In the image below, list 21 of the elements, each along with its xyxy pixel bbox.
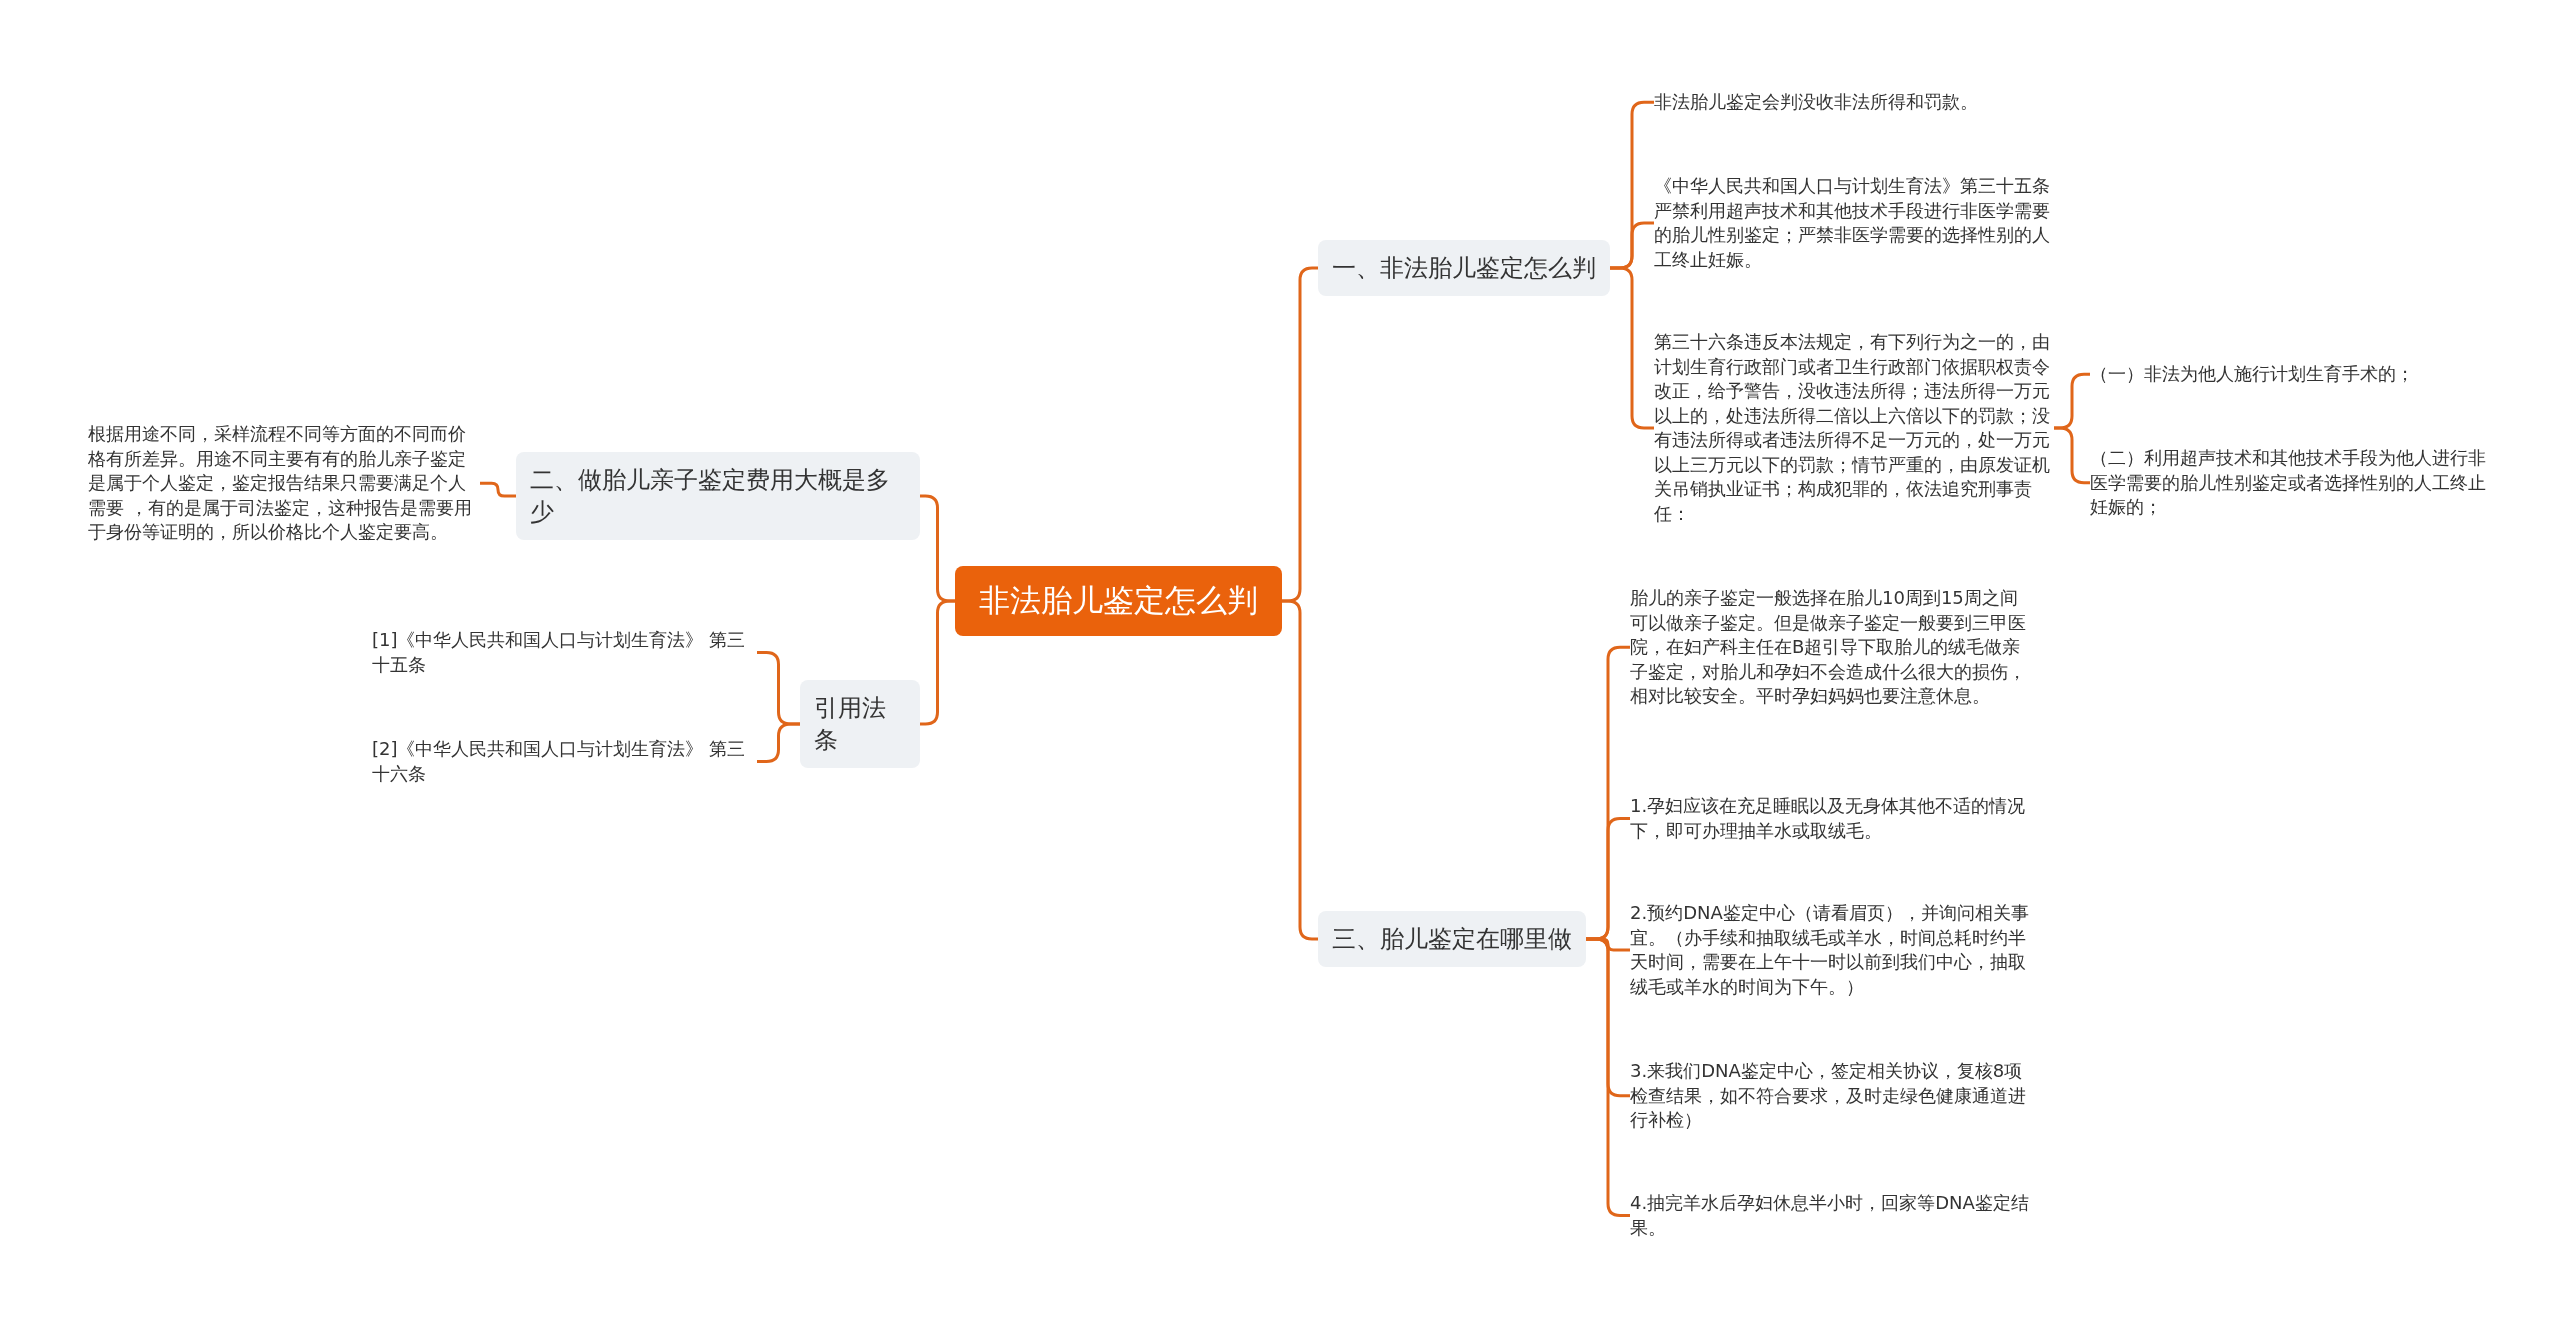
note-text: [1]《中华人民共和国人口与计划生育法》 第三十五条 xyxy=(372,628,757,677)
note-text: 根据用途不同，采样流程不同等方面的不同而价格有所差异。用途不同主要有有的胎儿亲子鉴定是属于个人鉴定，鉴定报告结果只需要满足个人需要 ，有的是属于司法鉴定，这种报告是需要用于身份等证明的，所以价格比个人鉴定要高。 xyxy=(88,422,480,545)
note-text: 第三十六条违反本法规定，有下列行为之一的，由计划生育行政部门或者卫生行政部门依据职权责令改正，给予警告，没收违法所得；违法所得一万元以上的，处违法所得二倍以上六倍以下的罚款；没有违法所得或者违法所得不足一万元的，处一万元以上三万元以下的罚款；情节严重的，由原发证机关吊销执业证书；构成犯罪的，依法追究刑事责任： xyxy=(1654,330,2054,526)
note-text: 胎儿的亲子鉴定一般选择在胎儿10周到15周之间可以做亲子鉴定。但是做亲子鉴定一般要到三甲医院，在妇产科主任在B超引导下取胎儿的绒毛做亲子鉴定，对胎儿和孕妇不会造成什么很大的损伤，相对比较安全。平时孕妇妈妈也要注意休息。 xyxy=(1630,586,2030,709)
connector-line xyxy=(1282,599,1318,941)
central-topic: 非法胎儿鉴定怎么判 xyxy=(955,566,1282,636)
note-text: 《中华人民共和国人口与计划生育法》第三十五条严禁利用超声技术和其他技术手段进行非医学需要的胎儿性别鉴定；严禁非医学需要的选择性别的人工终止妊娠。 xyxy=(1654,174,2054,272)
branch-topic: 引用法条 xyxy=(800,680,920,768)
branch-topic: 二、做胎儿亲子鉴定费用大概是多少 xyxy=(516,452,920,540)
note-text: 4.抽完羊水后孕妇休息半小时，回家等DNA鉴定结果。 xyxy=(1630,1191,2030,1240)
connector-line xyxy=(480,481,516,498)
note-text: 1.孕妇应该在充足睡眠以及无身体其他不适的情况下，即可办理抽羊水或取绒毛。 xyxy=(1630,794,2030,843)
note-text: 2.预约DNA鉴定中心（请看眉页），并询问相关事宜。（办手续和抽取绒毛或羊水，时间总耗时约半天时间，需要在上午十一时以前到我们中心，抽取绒毛或羊水的时间为下午。） xyxy=(1630,901,2030,999)
note-text: 非法胎儿鉴定会判没收非法所得和罚款。 xyxy=(1654,90,2054,115)
branch-topic: 三、胎儿鉴定在哪里做 xyxy=(1318,911,1586,967)
branch-topic: 一、非法胎儿鉴定怎么判 xyxy=(1318,240,1610,296)
note-text: [2]《中华人民共和国人口与计划生育法》 第三十六条 xyxy=(372,737,757,786)
connector-line xyxy=(757,722,800,763)
note-text: 3.来我们DNA鉴定中心，签定相关协议，复核8项检查结果，如不符合要求，及时走绿色健康通道进行补检） xyxy=(1630,1059,2030,1133)
note-text: （一）非法为他人施行计划生育手术的； xyxy=(2090,362,2510,387)
note-text: （二）利用超声技术和其他技术手段为他人进行非医学需要的胎儿性别鉴定或者选择性别的人工终止妊娠的； xyxy=(2090,446,2490,520)
